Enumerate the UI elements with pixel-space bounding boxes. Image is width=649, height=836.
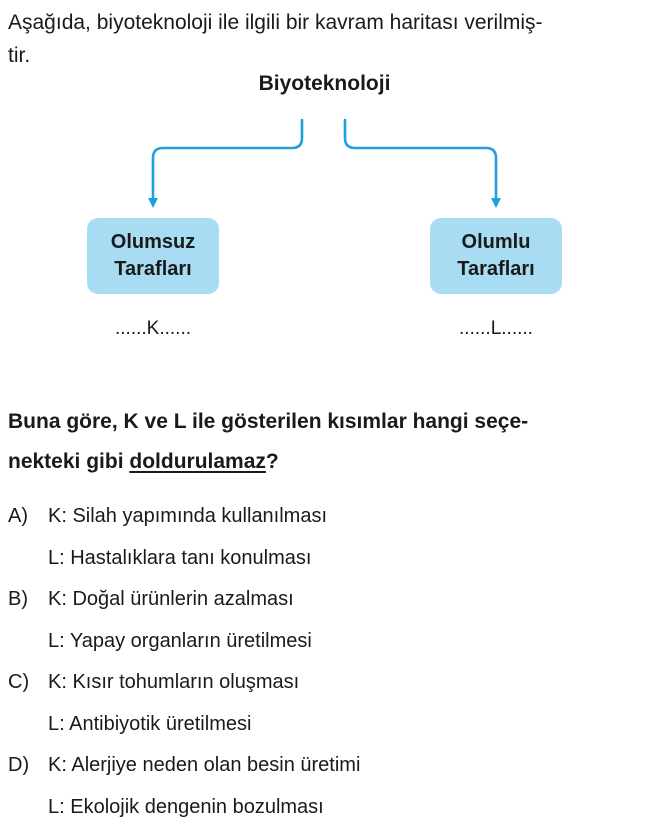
option-k-text: K: Doğal ürünlerin azalması <box>48 588 294 611</box>
question-suffix: ? <box>265 450 279 473</box>
l-placeholder: ......L...... <box>459 318 533 339</box>
intro-line-2: tir. <box>8 44 31 67</box>
concept-map-root: Biyoteknoloji <box>258 72 391 95</box>
negative-aspects-line-1: Olumsuz <box>110 231 196 253</box>
option-l-text: L: Hastalıklara tanı konulması <box>48 546 312 569</box>
option-letter: B) <box>8 588 28 611</box>
option-letter: C) <box>8 671 30 694</box>
right-connector-arrow <box>343 118 501 208</box>
negative-aspects-line-2: Tarafları <box>114 258 192 280</box>
option-l-text: L: Antibiyotik üretilmesi <box>48 712 252 735</box>
option-letter: A) <box>8 505 28 528</box>
option-c[interactable]: C) K: Kısır tohumların oluşması L: Antibi… <box>8 662 640 745</box>
answer-options: A) K: Silah yapımında kullanılması L: Has… <box>8 496 640 828</box>
k-placeholder: ......K...... <box>114 318 192 339</box>
option-b[interactable]: B) K: Doğal ürünlerin azalması L: Yapay o… <box>8 579 640 662</box>
option-d[interactable]: D) K: Alerjiye neden olan besin üretimi L… <box>8 745 640 828</box>
positive-aspects-box: Olumlu Tarafları <box>430 218 562 294</box>
negative-aspects-box: Olumsuz Tarafları <box>87 218 219 294</box>
option-k-text: K: Kısır tohumların oluşması <box>48 671 300 694</box>
option-letter: D) <box>8 754 30 777</box>
question-line-2: nekteki gibi doldurulamaz? <box>8 442 640 482</box>
positive-aspects-line-1: Olumlu <box>461 231 531 253</box>
option-l-text: L: Ekolojik dengenin bozulması <box>48 795 324 818</box>
question-prefix: nekteki gibi <box>8 450 130 473</box>
question-line-1: Buna göre, K ve L ile gösterilen kısımla… <box>8 410 529 433</box>
question-emphasis: doldurulamaz <box>129 450 266 473</box>
option-k-text: K: Alerjiye neden olan besin üretimi <box>48 754 361 777</box>
option-a[interactable]: A) K: Silah yapımında kullanılması L: Has… <box>8 496 640 579</box>
option-k-text: K: Silah yapımında kullanılması <box>48 505 328 528</box>
intro-line-1: Aşağıda, biyoteknoloji ile ilgili bir ka… <box>8 11 543 34</box>
question-text: Buna göre, K ve L ile gösterilen kısımla… <box>8 402 640 482</box>
intro-text: Aşağıda, biyoteknoloji ile ilgili bir ka… <box>8 6 640 72</box>
option-l-text: L: Yapay organların üretilmesi <box>48 629 312 652</box>
positive-aspects-line-2: Tarafları <box>457 258 535 280</box>
left-connector-arrow <box>148 118 304 208</box>
